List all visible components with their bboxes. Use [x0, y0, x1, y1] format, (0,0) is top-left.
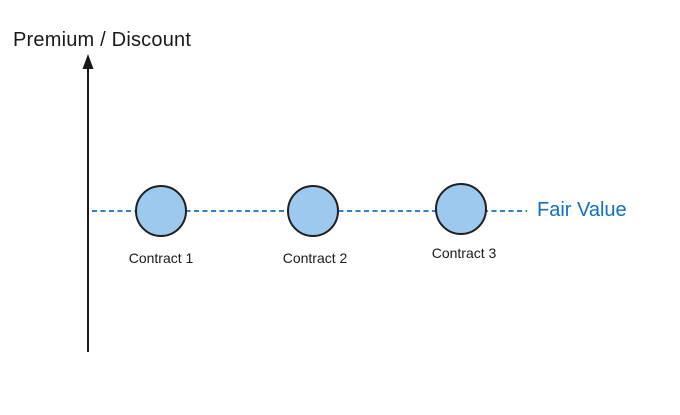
contract-2-circle — [287, 185, 339, 237]
fair-value-label: Fair Value — [537, 199, 627, 221]
contract-3-circle — [435, 183, 487, 235]
contract-1-label: Contract 1 — [128, 250, 194, 266]
contract-3-label: Contract 3 — [431, 245, 497, 261]
contract-1-circle — [135, 185, 187, 237]
y-axis-arrowhead-icon — [82, 54, 94, 69]
contract-2-label: Contract 2 — [282, 250, 348, 266]
y-axis-label: Premium / Discount — [13, 29, 192, 51]
